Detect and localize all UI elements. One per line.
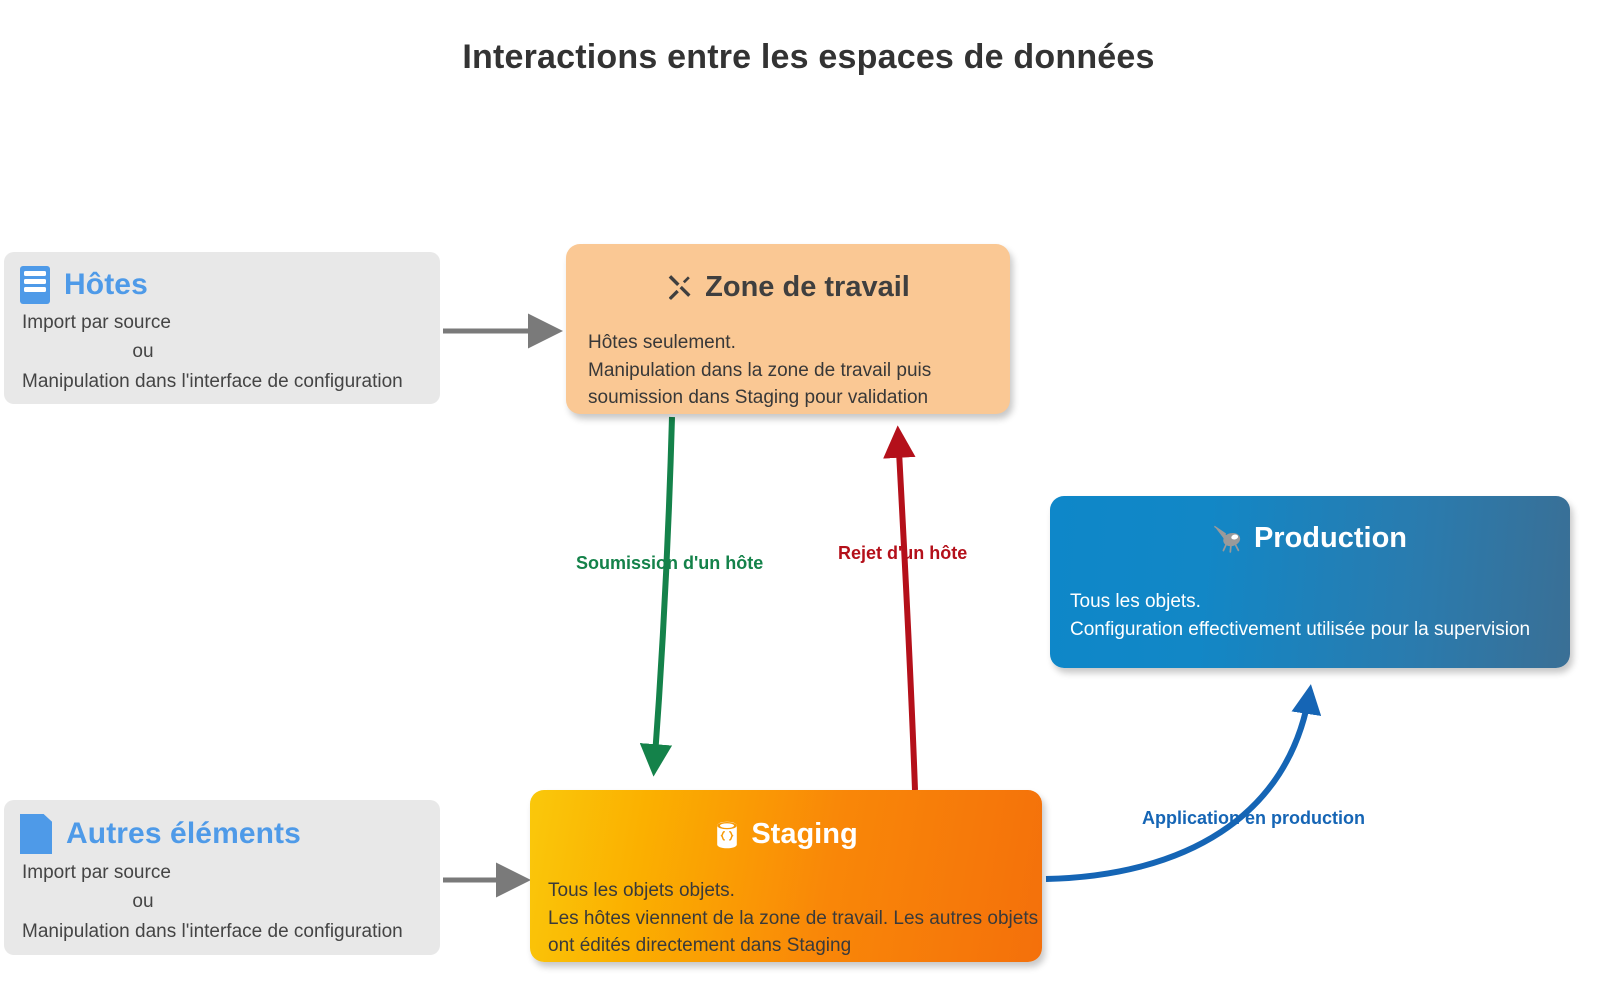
hosts-title: Hôtes — [64, 268, 148, 301]
staging-title-row: Staging — [530, 790, 1042, 851]
other-elements-line-2: ou — [132, 891, 154, 913]
database-icon — [717, 821, 738, 848]
hosts-header: Hôtes — [4, 252, 440, 304]
document-icon — [20, 814, 52, 854]
other-elements-header: Autres éléments — [4, 800, 440, 854]
staging-title: Staging — [751, 818, 858, 850]
workspace-line-1: Hôtes seulement. — [588, 332, 736, 353]
workspace-title-row: Zone de travail — [566, 244, 1010, 304]
other-elements-title: Autres éléments — [66, 817, 301, 850]
edge-label-rejection: Rejet d'un hôte — [838, 543, 968, 563]
production-description: Tous les objets. Configuration effective… — [1050, 555, 1570, 643]
server-rack-icon — [20, 266, 50, 304]
node-hosts[interactable]: Hôtes Import par source ou Manipulation … — [4, 252, 440, 404]
arrow-staging-to-workspace — [883, 425, 918, 791]
workspace-line-3: soumission dans Staging pour validation — [588, 387, 929, 409]
arrow-staging-to-production — [1045, 684, 1322, 882]
node-production[interactable]: Production Tous les objets. Configuratio… — [1050, 496, 1570, 668]
staging-line-3: ont édités directement dans Staging — [548, 935, 852, 957]
staging-line-2: Les hôtes viennent de la zone de travail… — [548, 907, 1039, 929]
hosts-description: Import par source ou Manipulation dans l… — [4, 304, 440, 410]
hammer-and-wrench-icon — [668, 274, 691, 300]
hosts-line-3: Manipulation dans l'interface de configu… — [22, 370, 403, 392]
other-elements-description: Import par source ou Manipulation dans l… — [4, 854, 440, 960]
production-title: Production — [1253, 522, 1408, 554]
staging-line-1: Tous les objets objets. — [548, 880, 735, 901]
workspace-title: Zone de travail — [705, 271, 910, 303]
other-elements-line-1: Import par source — [22, 862, 171, 883]
page-title: Interactions entre les espaces de donnée… — [462, 38, 1155, 76]
hosts-line-1: Import par source — [22, 312, 171, 333]
staging-description: Tous les objets objets. Les hôtes vienne… — [530, 851, 1042, 960]
production-line-2: Configuration effectivement utilisée pou… — [1070, 618, 1531, 640]
node-staging[interactable]: Staging Tous les objets objets. Les hôte… — [530, 790, 1042, 962]
node-other-elements[interactable]: Autres éléments Import par source ou Man… — [4, 800, 440, 955]
hosts-line-2: ou — [132, 341, 154, 363]
production-title-row: Production — [1050, 496, 1570, 555]
workspace-description: Hôtes seulement. Manipulation dans la zo… — [566, 304, 1010, 412]
other-elements-line-3: Manipulation dans l'interface de configu… — [22, 920, 403, 942]
satellite-antenna-icon — [1213, 525, 1241, 553]
edge-label-apply-production: Application en production — [1142, 808, 1365, 828]
arrow-workspace-to-staging — [639, 416, 675, 777]
edge-label-submission: Soumission d'un hôte — [576, 553, 764, 573]
workspace-line-2: Manipulation dans la zone de travail pui… — [588, 359, 932, 381]
production-line-1: Tous les objets. — [1070, 591, 1201, 612]
node-workspace[interactable]: Zone de travail Hôtes seulement. Manipul… — [566, 244, 1010, 414]
